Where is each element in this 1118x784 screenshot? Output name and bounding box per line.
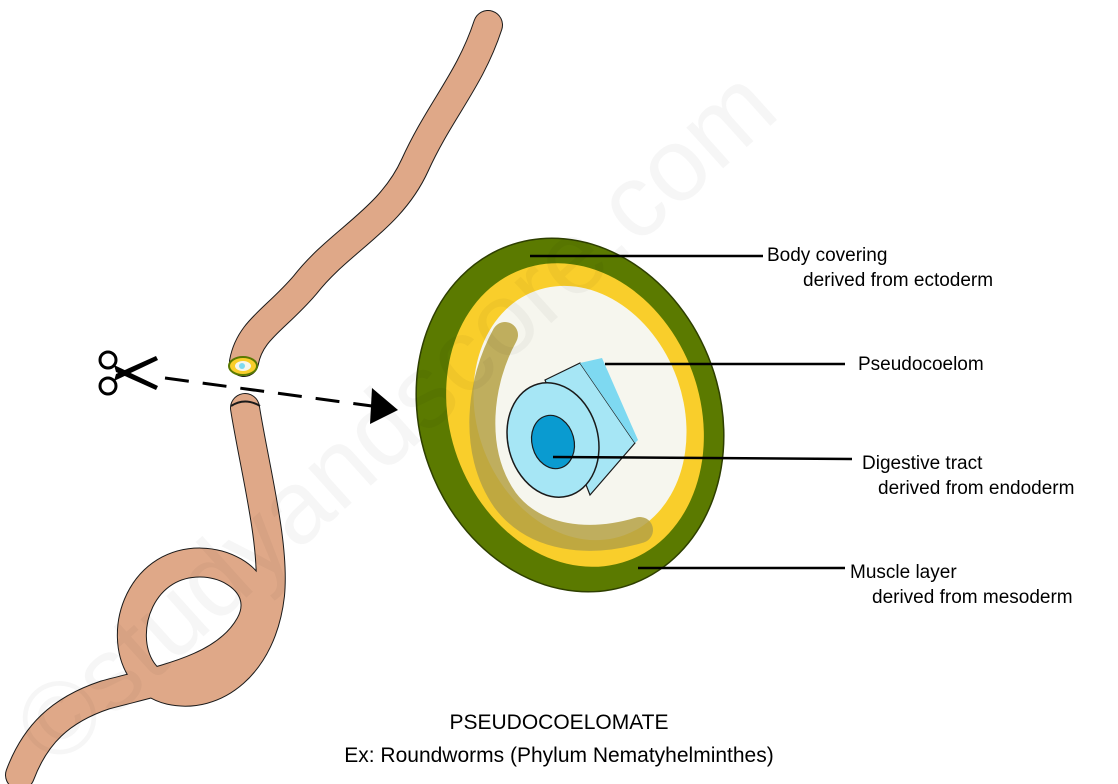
label-body-covering: Body covering derived from ectoderm — [767, 243, 993, 293]
caption-example: Ex: Roundworms (Phylum Nematyhelminthes) — [0, 741, 1118, 771]
label-muscle-layer-line2: derived from mesoderm — [850, 585, 1073, 610]
label-pseudocoelom: Pseudocoelom — [858, 352, 984, 377]
label-body-covering-line1: Body covering — [767, 243, 993, 268]
label-muscle-layer: Muscle layer derived from mesoderm — [850, 560, 1073, 610]
label-pseudocoelom-line1: Pseudocoelom — [858, 352, 984, 377]
label-digestive-tract-line1: Digestive tract — [862, 451, 1074, 476]
caption-title: PSEUDOCOELOMATE — [0, 708, 1118, 738]
scissors-icon — [100, 352, 158, 394]
label-digestive-tract-line2: derived from endoderm — [862, 476, 1074, 501]
cross-section — [367, 195, 772, 636]
label-digestive-tract: Digestive tract derived from endoderm — [862, 451, 1074, 501]
section-arrow — [165, 378, 398, 424]
label-muscle-layer-line1: Muscle layer — [850, 560, 1073, 585]
label-body-covering-line2: derived from ectoderm — [767, 268, 993, 293]
